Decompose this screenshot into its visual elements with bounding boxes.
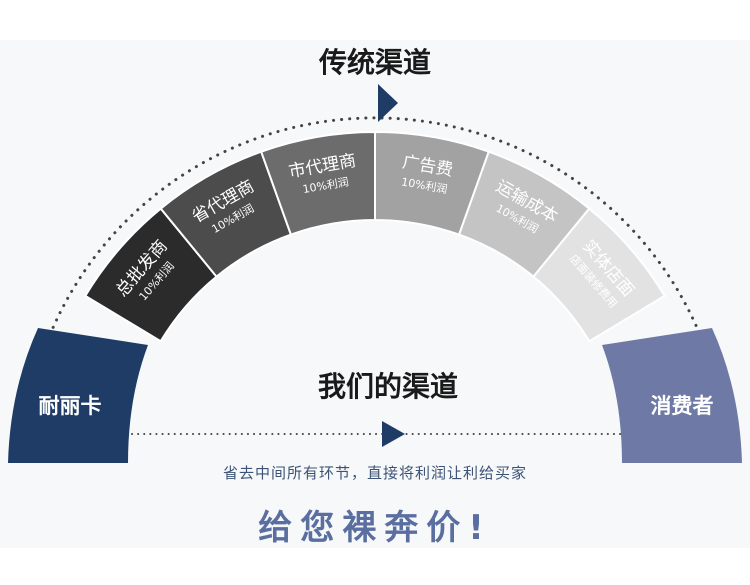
left-endpoint-label: 耐丽卡: [39, 394, 102, 418]
middlemen-segments: 总批发商10%利润省代理商10%利润市代理商10%利润广告费10%利润运输成本1…: [83, 130, 667, 343]
top-band: [0, 0, 750, 40]
right-endpoint-shape: [602, 328, 742, 463]
right-endpoint-label: 消费者: [651, 394, 714, 418]
traditional-route-arrow-icon: [378, 84, 398, 122]
our-channel-label: 我们的渠道: [318, 370, 458, 403]
left-endpoint-shape: [8, 328, 148, 463]
direct-route-arrow-icon: [382, 421, 405, 447]
segment-shape: [532, 207, 667, 343]
traditional-channel-title: 传统渠道: [318, 46, 431, 79]
bottom-band: [0, 548, 750, 585]
traditional-route-dotted-arc: [35, 116, 715, 375]
slogan-subtitle: 省去中间所有环节，直接将利润让利给买家: [222, 464, 527, 482]
slogan-headline: 给您裸奔价!: [258, 508, 492, 548]
